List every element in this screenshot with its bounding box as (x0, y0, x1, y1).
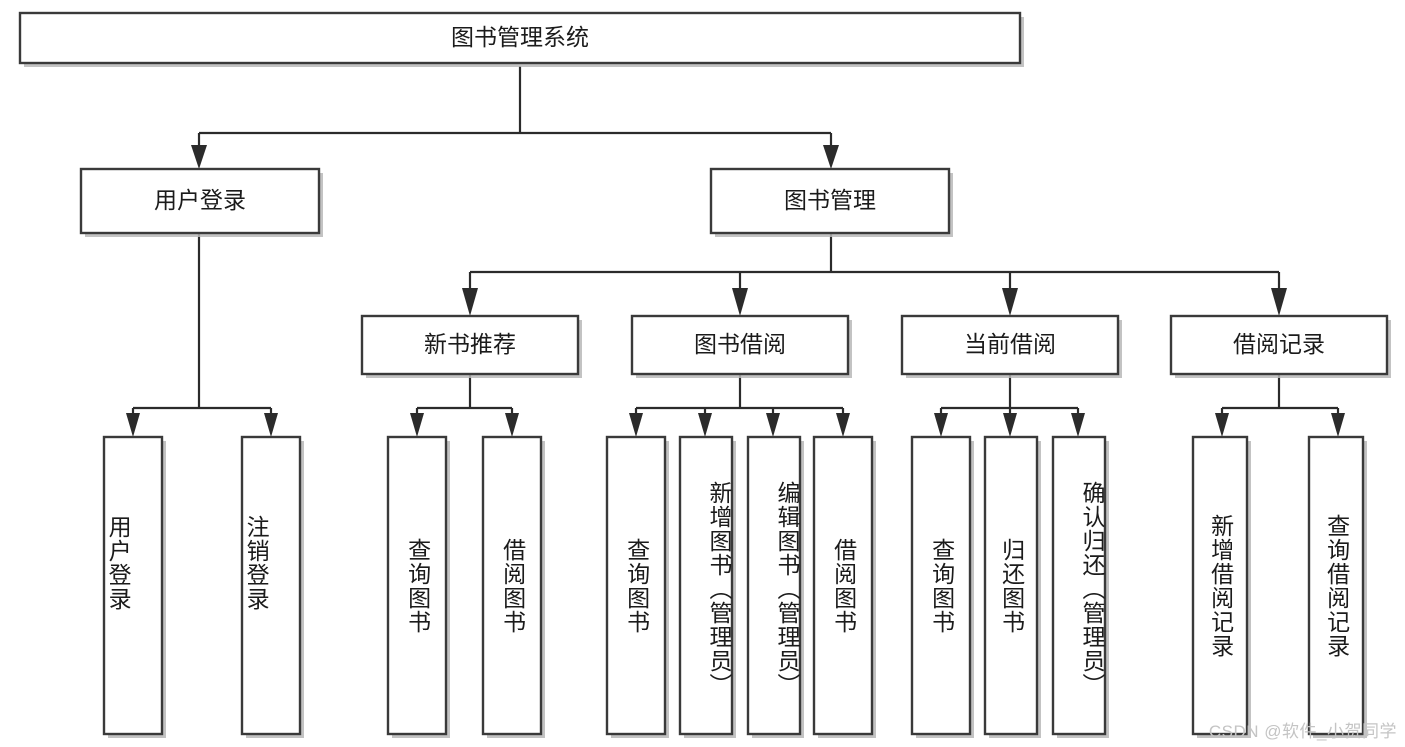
node-leaf-query-record[interactable]: 查询借阅记录 (1307, 435, 1367, 738)
node-leaf-add-book[interactable]: 新增图书（管理员） (678, 435, 736, 738)
csdn-watermark: CSDN @软件_小贺同学 (1208, 722, 1397, 741)
node-leaf-query-books-3-label: 查询图书 (928, 537, 955, 634)
node-leaf-return-book-label: 归还图书 (998, 537, 1025, 634)
node-leaf-query-books-2-box[interactable] (605, 435, 667, 736)
node-book-management[interactable]: 图书管理 (709, 167, 953, 237)
node-book-management-label: 图书管理 (784, 187, 876, 213)
node-borrow-record-label: 借阅记录 (1233, 331, 1325, 357)
node-user-login-box[interactable] (79, 167, 321, 235)
node-leaf-borrow-books-1[interactable]: 借阅图书 (481, 435, 545, 738)
arrow-bookborrow-leaf-1 (629, 413, 643, 437)
arrow-root-to-userlogin (191, 145, 207, 169)
arrow-bookmgmt-to-bookborrow (732, 288, 748, 316)
node-user-login-label: 用户登录 (154, 187, 246, 213)
node-leaf-logout[interactable]: 注销登录 (240, 435, 304, 738)
arrow-userlogin-leaf-2 (264, 413, 278, 437)
node-leaf-user-login[interactable]: 用户登录 (102, 435, 166, 738)
arrow-currentborrow-leaf-2 (1003, 413, 1017, 437)
node-leaf-edit-book-label: 编辑图书（管理员） (774, 480, 800, 697)
node-leaf-add-record-box[interactable] (1191, 435, 1249, 736)
leaf-nodes-group: 用户登录 注销登录 查询图书 借阅图书 (102, 435, 1367, 738)
node-book-borrow[interactable]: 图书借阅 (630, 314, 852, 378)
node-leaf-add-record[interactable]: 新增借阅记录 (1191, 435, 1251, 738)
node-leaf-query-books-3[interactable]: 查询图书 (910, 435, 974, 738)
node-leaf-return-book[interactable]: 归还图书 (983, 435, 1041, 738)
node-leaf-borrow-books-1-box[interactable] (481, 435, 543, 736)
node-new-book-recommend-box[interactable] (360, 314, 580, 376)
arrow-userlogin-leaf-1 (126, 413, 140, 437)
arrow-currentborrow-leaf-3 (1071, 413, 1085, 437)
arrow-bookborrow-leaf-3 (766, 413, 780, 437)
node-leaf-borrow-books-2-label: 借阅图书 (830, 537, 857, 634)
arrow-root-to-bookmgmt (823, 145, 839, 169)
node-leaf-query-books-1[interactable]: 查询图书 (386, 435, 450, 738)
arrow-bookmgmt-to-newbook (462, 288, 478, 316)
arrow-bookmgmt-to-currentborrow (1002, 288, 1018, 316)
node-leaf-query-books-1-box[interactable] (386, 435, 448, 736)
arrow-bookborrow-leaf-2 (698, 413, 712, 437)
node-leaf-user-login-box[interactable] (102, 435, 164, 736)
node-leaf-add-book-box[interactable] (678, 435, 734, 736)
node-leaf-query-books-2-label: 查询图书 (623, 537, 650, 634)
connector-group (126, 66, 1345, 437)
arrow-newbook-leaf-2 (505, 413, 519, 437)
node-user-login[interactable]: 用户登录 (79, 167, 323, 237)
node-leaf-confirm-return[interactable]: 确认归还（管理员） (1051, 435, 1109, 738)
node-leaf-query-books-3-box[interactable] (910, 435, 972, 736)
node-leaf-query-record-box[interactable] (1307, 435, 1365, 736)
arrow-bookmgmt-to-borrowrecord (1271, 288, 1287, 316)
node-current-borrow-label: 当前借阅 (964, 331, 1056, 357)
node-root-box[interactable] (18, 11, 1022, 65)
node-leaf-logout-box[interactable] (240, 435, 302, 736)
arrow-borrowrecord-leaf-1 (1215, 413, 1229, 437)
node-leaf-edit-book[interactable]: 编辑图书（管理员） (746, 435, 804, 738)
arrow-borrowrecord-leaf-2 (1331, 413, 1345, 437)
arrow-bookborrow-leaf-4 (836, 413, 850, 437)
arrow-newbook-leaf-1 (410, 413, 424, 437)
node-leaf-query-books-2[interactable]: 查询图书 (605, 435, 669, 738)
node-leaf-borrow-books-2-box[interactable] (812, 435, 874, 736)
node-leaf-edit-book-box[interactable] (746, 435, 802, 736)
arrow-currentborrow-leaf-1 (934, 413, 948, 437)
node-leaf-add-record-label: 新增借阅记录 (1207, 513, 1234, 658)
node-leaf-return-book-box[interactable] (983, 435, 1039, 736)
node-leaf-confirm-return-label: 确认归还（管理员） (1079, 480, 1105, 697)
node-book-borrow-box[interactable] (630, 314, 850, 376)
node-root[interactable]: 图书管理系统 (18, 11, 1024, 67)
node-book-management-box[interactable] (709, 167, 951, 235)
node-current-borrow[interactable]: 当前借阅 (900, 314, 1122, 378)
node-borrow-record[interactable]: 借阅记录 (1169, 314, 1391, 378)
node-leaf-borrow-books-1-label: 借阅图书 (499, 537, 526, 634)
node-leaf-confirm-return-box[interactable] (1051, 435, 1107, 736)
node-leaf-borrow-books-2[interactable]: 借阅图书 (812, 435, 876, 738)
node-leaf-query-books-1-label: 查询图书 (404, 537, 431, 634)
node-book-borrow-label: 图书借阅 (694, 331, 786, 357)
node-new-book-recommend-label: 新书推荐 (424, 331, 516, 357)
node-new-book-recommend[interactable]: 新书推荐 (360, 314, 582, 378)
node-root-label: 图书管理系统 (451, 24, 589, 50)
node-leaf-query-record-label: 查询借阅记录 (1323, 513, 1350, 658)
node-leaf-add-book-label: 新增图书（管理员） (706, 480, 732, 697)
node-borrow-record-box[interactable] (1169, 314, 1389, 376)
node-leaf-logout-label: 注销登录 (243, 514, 270, 611)
node-current-borrow-box[interactable] (900, 314, 1120, 376)
node-leaf-user-login-label: 用户登录 (105, 514, 132, 611)
